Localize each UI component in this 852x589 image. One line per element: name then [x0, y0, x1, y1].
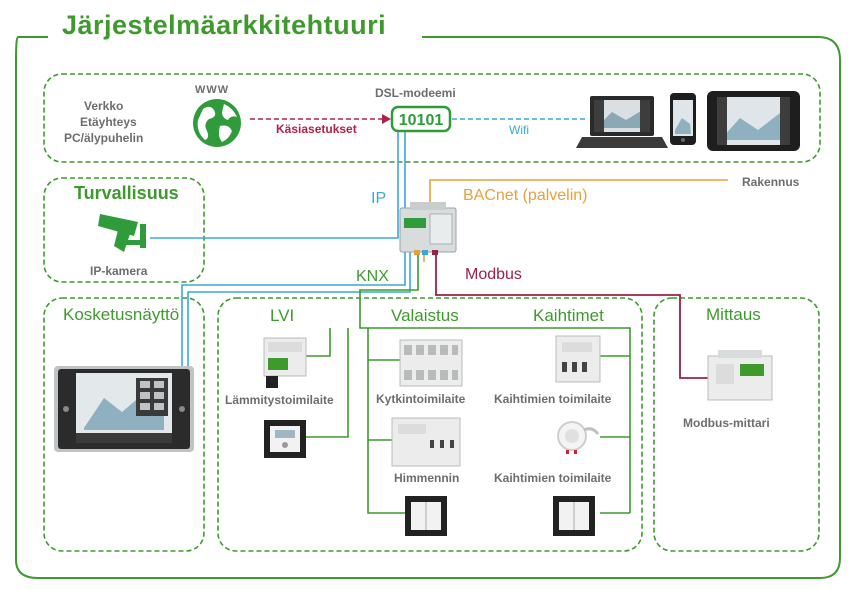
heating-actuator-label: Lämmitystoimilaite — [225, 393, 334, 407]
globe-icon — [193, 99, 241, 147]
touchscreen-heading: Kosketusnäyttö — [63, 305, 180, 324]
bacnet-server-icon — [399, 202, 457, 255]
lvi-heading: LVI — [270, 306, 295, 325]
switch-actuator-label: Kytkintoimilaite — [376, 392, 466, 406]
modbus-label: Modbus — [465, 266, 522, 283]
metering-heading: Mittaus — [706, 305, 761, 324]
devices-group-box — [217, 297, 643, 552]
modem-icon: 10101 — [390, 105, 452, 133]
blinds-push-button-icon — [553, 496, 595, 536]
page-title: Järjestelmäarkkitehtuuri — [62, 10, 387, 40]
lighting-push-button-icon — [405, 496, 447, 536]
knx-label: KNX — [356, 268, 389, 285]
blind-motor-label: Kaihtimien toimilaite — [494, 471, 612, 485]
wifi-label: Wifi — [509, 123, 529, 137]
touchscreen-group-box — [43, 297, 205, 552]
settings-label: Käsiasetukset — [276, 122, 357, 136]
ip-camera-icon — [98, 214, 146, 252]
outer-frame — [15, 36, 841, 579]
ip-line-touchscreen-2 — [187, 250, 411, 366]
dimmer-label: Himmennin — [394, 471, 460, 485]
svg-text:10101: 10101 — [399, 112, 444, 129]
network-text-3: PC/älypuhelin — [64, 131, 144, 145]
blind-actuator-label: Kaihtimien toimilaite — [494, 392, 612, 406]
dimmer-icon — [391, 417, 461, 467]
ip-line — [150, 132, 399, 239]
www-label: WWW — [195, 84, 230, 96]
lighting-heading: Valaistus — [391, 306, 459, 325]
modbus-meter-label: Modbus-mittari — [683, 416, 770, 430]
heating-actuator-icon — [263, 337, 307, 388]
blinds-heading: Kaihtimet — [533, 306, 604, 325]
building-label: Rakennus — [742, 175, 800, 189]
network-text-1: Verkko — [84, 99, 124, 113]
modbus-meter-icon — [707, 350, 773, 401]
ip-label: IP — [371, 190, 387, 207]
bacnet-line — [429, 179, 728, 205]
phone-icon — [670, 93, 696, 145]
switch-actuator-icon — [399, 339, 463, 387]
laptop-icon — [576, 96, 668, 148]
security-group-box — [43, 177, 205, 283]
modbus-line — [435, 252, 710, 379]
ip-camera-label: IP-kamera — [90, 264, 148, 278]
network-text-2: Etäyhteys — [80, 115, 137, 129]
knx-line — [359, 252, 631, 513]
settings-arrow-head — [382, 114, 391, 124]
tablet-icon — [707, 91, 800, 151]
blind-actuator-icon — [555, 335, 601, 383]
ip-line-touchscreen — [181, 132, 406, 366]
bacnet-label: BACnet (palvelin) — [463, 187, 588, 204]
network-group-box — [43, 73, 821, 163]
modem-label: DSL-modeemi — [375, 86, 456, 100]
thermostat-icon — [264, 420, 306, 458]
metering-group-box — [653, 297, 820, 552]
touchscreen-panel-icon — [54, 366, 194, 452]
security-heading: Turvallisuus — [74, 183, 179, 203]
blind-motor-icon — [557, 421, 600, 454]
